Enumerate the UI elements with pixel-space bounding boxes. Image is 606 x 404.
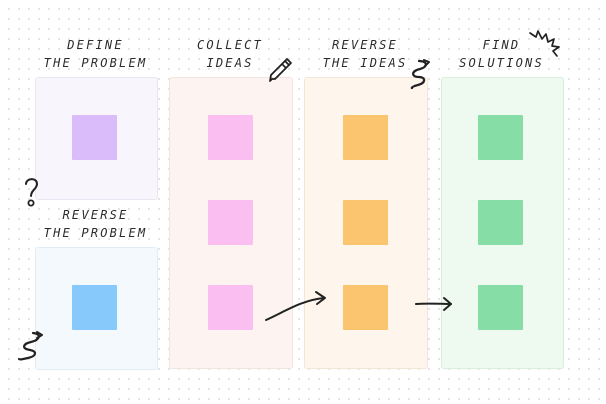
heading-define-problem: Define the problem [43,38,148,70]
pencil-icon [269,58,292,82]
arrow-icon-curved [265,291,326,321]
sticky-note-collect-2[interactable] [208,200,253,245]
squiggle-icon-bottom [17,331,43,361]
sticky-note-collect-3[interactable] [208,285,253,330]
sticky-note-reverse-idea-2[interactable] [343,200,388,245]
sticky-note-solution-2[interactable] [478,200,523,245]
question-mark-icon [25,178,39,207]
heading-reverse-ideas: Reverse the ideas [322,38,408,70]
sticky-note-solution-1[interactable] [478,115,523,160]
sticky-note-solution-3[interactable] [478,285,523,330]
sticky-note-reverse-idea-3[interactable] [343,285,388,330]
spark-icon [529,30,560,57]
sticky-note-collect-1[interactable] [208,115,253,160]
arrow-icon-straight [415,297,452,311]
heading-collect-ideas: Collect ideas [197,38,263,70]
heading-reverse-problem: Reverse the problem [43,208,148,240]
sticky-note-define[interactable] [72,115,117,160]
squiggle-icon [410,59,430,90]
sticky-note-reverse-idea-1[interactable] [343,115,388,160]
heading-find-solutions: Find solutions [459,38,544,70]
sticky-note-reverse-problem[interactable] [72,285,117,330]
